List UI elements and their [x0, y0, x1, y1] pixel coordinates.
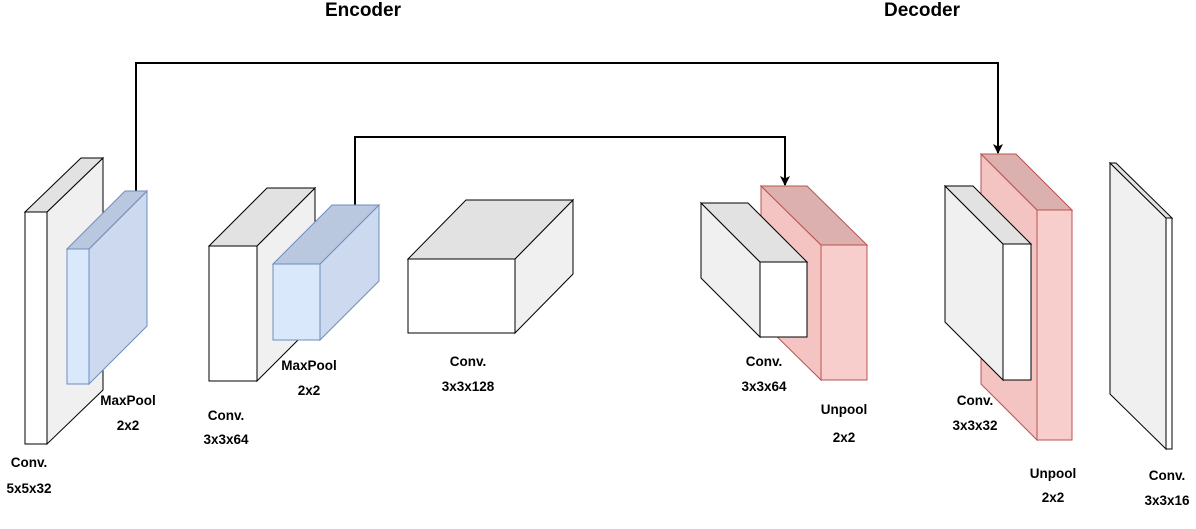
unpool2-name: Unpool [1030, 466, 1077, 481]
skip-connection-inner [354, 136, 790, 205]
skip-connection-outer [135, 62, 1003, 191]
conv3-name: Conv. [450, 354, 487, 369]
conv6-front [1165, 217, 1173, 450]
conv2-front [208, 245, 258, 382]
conv2-size: 3x3x64 [203, 432, 249, 447]
unpool1-front [820, 244, 868, 381]
unpool1-size: 2x2 [833, 430, 856, 445]
conv4-front [759, 261, 808, 338]
conv3-size: 3x3x128 [442, 379, 495, 394]
conv5-name: Conv. [957, 393, 994, 408]
encoder-title: Encoder [325, 0, 402, 21]
pool2-front [272, 263, 321, 341]
pool1-name: MaxPool [100, 393, 156, 408]
pool1-front [66, 248, 90, 385]
conv1-front [24, 211, 48, 445]
unpool2-size: 2x2 [1042, 490, 1065, 505]
conv6-name: Conv. [1149, 468, 1186, 483]
conv6-size: 3x3x16 [1144, 493, 1190, 508]
decoder-title: Decoder [884, 0, 961, 21]
unpool2-front [1036, 209, 1073, 441]
pool2-block [271, 203, 381, 342]
conv3-front [407, 258, 516, 334]
conv1-size: 5x5x32 [6, 481, 51, 496]
pool1-block [65, 189, 149, 386]
conv4-name: Conv. [746, 354, 783, 369]
conv2-name: Conv. [208, 408, 245, 423]
pool1-size: 2x2 [117, 418, 140, 433]
conv4-size: 3x3x64 [741, 379, 787, 394]
conv5-front [1002, 243, 1032, 381]
conv5-block [943, 184, 1033, 382]
conv5-size: 3x3x32 [952, 418, 997, 433]
pool2-size: 2x2 [298, 383, 321, 398]
conv4-block [699, 201, 809, 339]
pool2-name: MaxPool [281, 358, 337, 373]
unpool1-name: Unpool [821, 402, 868, 417]
conv1-name: Conv. [11, 455, 48, 470]
conv3-block [406, 198, 575, 335]
conv6-block [1108, 161, 1174, 451]
